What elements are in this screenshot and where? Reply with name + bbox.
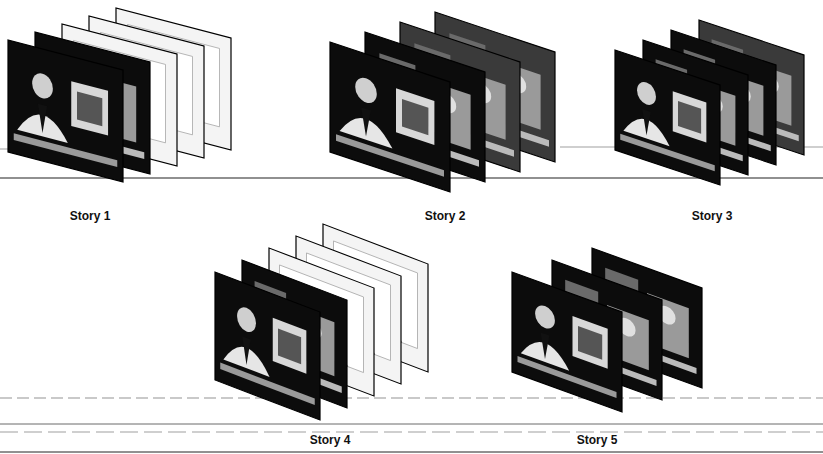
- story-label: Story 4: [310, 433, 351, 447]
- video-frame: [330, 42, 450, 192]
- inset-picture: [278, 328, 301, 364]
- video-frame: [8, 40, 123, 182]
- anchor-head: [237, 304, 256, 335]
- story-label: Story 1: [70, 209, 111, 223]
- keyframe-stack: [615, 20, 804, 185]
- inset-picture: [273, 318, 307, 374]
- keyframe-stack: [512, 248, 702, 412]
- rule-line: [0, 424, 823, 425]
- keyframe-stack: [330, 12, 555, 192]
- frame-border: [615, 50, 720, 185]
- inset-picture: [77, 92, 102, 127]
- anchor-head: [535, 302, 555, 331]
- caption-bar: [336, 134, 444, 177]
- rule-lines: [0, 147, 823, 452]
- story-label: Story 3: [692, 209, 733, 223]
- rule-line: [0, 432, 823, 433]
- rule-line: [0, 452, 823, 453]
- keyframe-stack: [215, 224, 428, 420]
- video-frame: [615, 50, 720, 185]
- anchor-tie: [642, 109, 650, 137]
- anchor-head: [637, 79, 656, 107]
- inset-picture: [573, 316, 608, 369]
- caption-bar: [518, 356, 617, 398]
- inset-picture: [678, 101, 701, 134]
- frame-border: [8, 40, 123, 182]
- frame-border: [512, 272, 622, 412]
- video-frame: [215, 272, 320, 420]
- frame-stacks: [8, 8, 804, 420]
- keyframe-stack: [8, 8, 231, 182]
- inset-picture: [578, 326, 602, 360]
- anchor-tie: [361, 107, 371, 138]
- anchor-head: [355, 75, 377, 106]
- inset-picture: [396, 88, 434, 145]
- anchor-head: [32, 71, 53, 101]
- caption-bar: [14, 133, 118, 167]
- inset-picture: [402, 99, 428, 135]
- frame-border: [215, 272, 320, 420]
- anchor-tie: [38, 104, 47, 134]
- inset-picture: [71, 81, 108, 135]
- caption-bar: [220, 363, 315, 405]
- story-label: Story 2: [425, 209, 466, 223]
- inset-picture: [673, 91, 707, 142]
- frame-border: [330, 42, 450, 192]
- video-frame: [512, 272, 622, 412]
- anchor-tie: [541, 332, 550, 360]
- rule-line: [0, 398, 823, 399]
- story-label: Story 5: [577, 433, 618, 447]
- anchor-tie: [242, 336, 250, 366]
- caption-bar: [620, 134, 715, 172]
